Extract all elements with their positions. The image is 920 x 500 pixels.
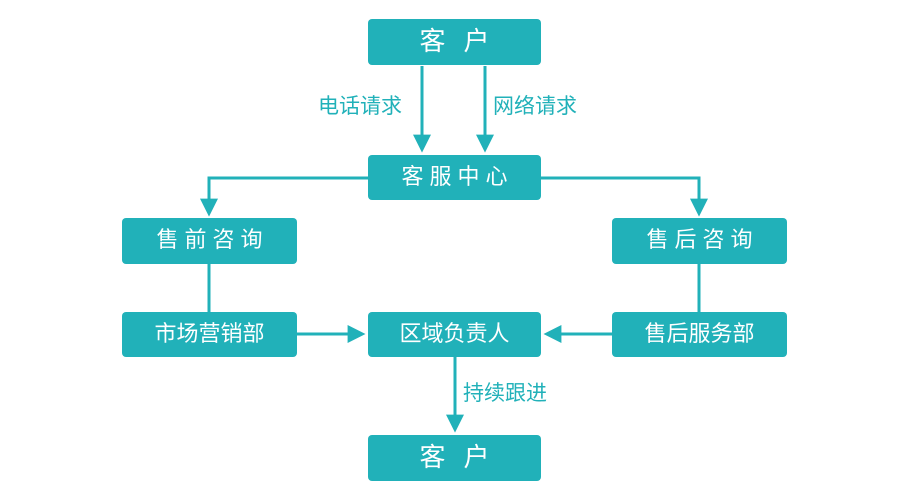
- node-customer-bottom: 客户: [368, 435, 541, 481]
- label-follow-up: 持续跟进: [463, 381, 547, 405]
- node-marketing: 市场营销部: [122, 312, 297, 357]
- node-presales: 售前咨询: [122, 218, 297, 264]
- node-customer-top: 客户: [368, 19, 541, 65]
- label-phone-request: 电话请求: [318, 94, 402, 118]
- node-aftersales: 售后咨询: [612, 218, 787, 264]
- label-web-request: 网络请求: [493, 94, 577, 118]
- arrow-to-aftersales: [541, 176, 708, 217]
- node-regional-manager: 区域负责人: [368, 312, 541, 357]
- node-aftersales-dept: 售后服务部: [612, 312, 787, 357]
- arrow-to-presales: [200, 176, 368, 217]
- node-service-center: 客服中心: [368, 155, 541, 200]
